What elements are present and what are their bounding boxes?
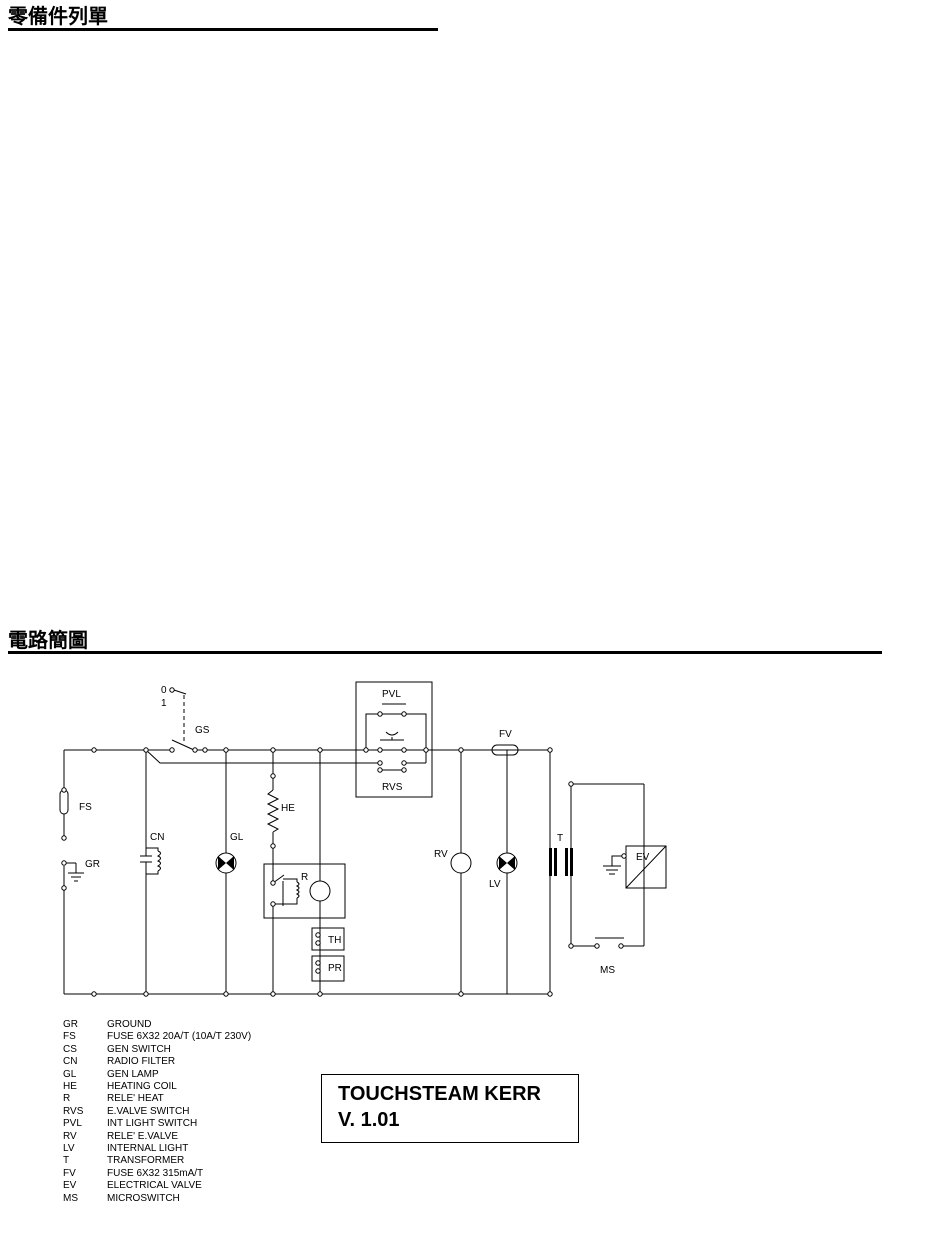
legend-row: LV INTERNAL LIGHT xyxy=(63,1143,251,1155)
gs-label: GS xyxy=(195,725,210,736)
legend-description: GROUND xyxy=(107,1019,152,1030)
legend-code: RV xyxy=(63,1130,77,1142)
legend-row: EV ELECTRICAL VALVE xyxy=(63,1180,251,1192)
legend-code: EV xyxy=(63,1180,77,1192)
legend-code: RVS xyxy=(63,1105,84,1117)
fuse-fs-branch xyxy=(59,750,84,994)
legend-code: FV xyxy=(63,1167,76,1179)
model-name: TOUCHSTEAM KERR xyxy=(338,1083,541,1105)
legend-row: R RELE' HEAT xyxy=(63,1093,251,1105)
electrical-valve xyxy=(603,845,667,889)
legend-description: MICROSWITCH xyxy=(107,1192,180,1204)
rv-label: RV xyxy=(434,849,448,860)
parts-list-rule xyxy=(8,28,438,31)
legend-code: CS xyxy=(63,1043,77,1055)
lv-label: LV xyxy=(489,879,501,890)
legend-row: CN RADIO FILTER xyxy=(63,1056,251,1068)
ms-label: MS xyxy=(600,965,615,976)
th-label: TH xyxy=(328,935,341,946)
circuit-schematic: 0 1 GS PVL RVS FV FS GR CN GL HE R TH PR… xyxy=(59,681,667,997)
circuit-diagram-rule xyxy=(8,651,882,654)
legend-description: RADIO FILTER xyxy=(107,1056,176,1068)
fv-label: FV xyxy=(499,729,512,740)
legend-row: GL GEN LAMP xyxy=(63,1069,251,1081)
legend-row: FV FUSE 6X32 315mA/T xyxy=(63,1168,251,1180)
r-label: R xyxy=(301,872,308,883)
legend-description: TRANSFORMER xyxy=(107,1155,185,1167)
legend-row: RVS E.VALVE SWITCH xyxy=(63,1106,251,1118)
legend-code: HE xyxy=(63,1081,77,1093)
legend-description: FUSE 6X32 20A/T (10A/T 230V) xyxy=(107,1031,252,1043)
legend-code: LV xyxy=(63,1143,75,1155)
legend-row: CS GEN SWITCH xyxy=(63,1044,251,1056)
legend-code: CN xyxy=(63,1056,78,1068)
legend-code: R xyxy=(63,1093,71,1105)
legend-row: GR GROUND xyxy=(63,1019,251,1031)
legend-row: MS MICROSWITCH xyxy=(63,1193,251,1205)
legend-description: GEN SWITCH xyxy=(107,1043,171,1055)
legend-description: INT LIGHT SWITCH xyxy=(107,1118,198,1130)
gr-label: GR xyxy=(85,859,100,870)
legend-row: FS FUSE 6X32 20A/T (10A/T 230V) xyxy=(63,1031,251,1043)
legend-code: FS xyxy=(63,1031,76,1043)
legend-row: PVL INT LIGHT SWITCH xyxy=(63,1118,251,1130)
legend-description: HEATING COIL xyxy=(107,1081,177,1093)
terminal-dots xyxy=(61,687,627,997)
legend-code: GR xyxy=(63,1019,78,1030)
parts-list-heading: 零備件列單 xyxy=(8,4,108,28)
fs-label: FS xyxy=(79,802,92,813)
legend-description: INTERNAL LIGHT xyxy=(107,1143,189,1155)
transformer-branch xyxy=(549,750,645,994)
pvl-label: PVL xyxy=(382,689,401,700)
legend-code: GL xyxy=(63,1068,77,1080)
second-bus xyxy=(145,749,427,764)
legend-row: T TRANSFORMER xyxy=(63,1155,251,1167)
fuse-fv xyxy=(488,744,522,756)
ev-label: EV xyxy=(636,852,650,863)
he-label: HE xyxy=(281,803,295,814)
internal-light-branch xyxy=(496,750,518,994)
legend-description: RELE' HEAT xyxy=(107,1093,164,1105)
general-switch xyxy=(171,689,195,751)
model-version: V. 1.01 xyxy=(338,1109,400,1131)
pr-label: PR xyxy=(328,963,342,974)
legend-description: ELECTRICAL VALVE xyxy=(107,1180,202,1192)
legend-description: FUSE 6X32 315mA/T xyxy=(107,1167,204,1179)
pvl-rvs-box xyxy=(355,681,433,798)
legend-code: PVL xyxy=(63,1118,82,1130)
gl-label: GL xyxy=(230,832,244,843)
legend-description: RELE' E.VALVE xyxy=(107,1130,179,1142)
switch-pos-1-label: 1 xyxy=(161,698,167,709)
legend-description: E.VALVE SWITCH xyxy=(107,1105,190,1117)
legend-description: GEN LAMP xyxy=(107,1068,159,1080)
legend-code: MS xyxy=(63,1192,78,1204)
gen-lamp-branch xyxy=(215,750,237,994)
relay-valve-branch xyxy=(450,750,472,994)
legend-row: HE HEATING COIL xyxy=(63,1081,251,1093)
radio-filter-branch xyxy=(140,750,161,994)
switch-pos-0-label: 0 xyxy=(161,685,167,696)
model-box: TOUCHSTEAM KERR V. 1.01 xyxy=(321,1074,579,1143)
cn-label: CN xyxy=(150,832,164,843)
relay-heat-branch xyxy=(309,750,345,994)
legend-row: RV RELE' E.VALVE xyxy=(63,1131,251,1143)
circuit-diagram-heading: 電路簡圖 xyxy=(8,628,88,652)
legend-code: T xyxy=(63,1155,70,1167)
rvs-label: RVS xyxy=(382,782,403,793)
t-label: T xyxy=(557,833,563,844)
